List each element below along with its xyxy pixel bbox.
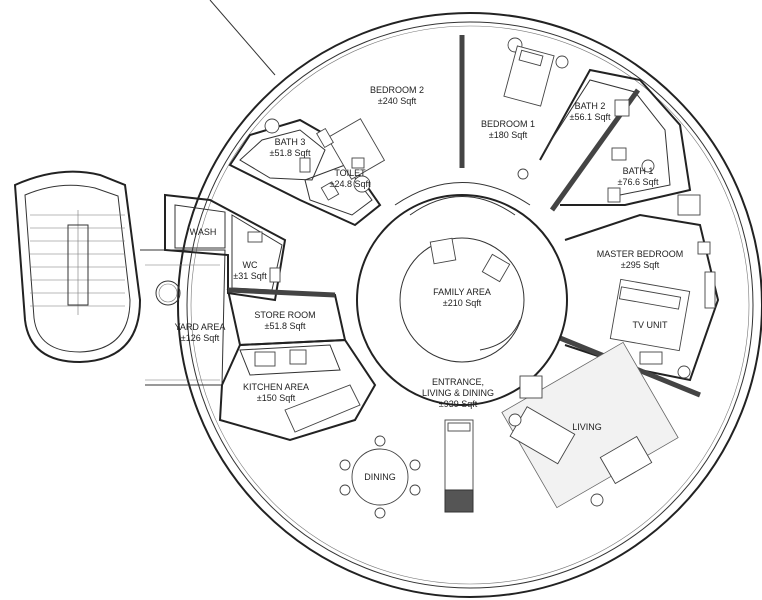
area-bath1: ±76.6 Sqft	[618, 177, 659, 187]
label-bath1: BATH 1	[623, 166, 654, 176]
outer-wall	[177, 12, 762, 598]
kitchen-island	[444, 419, 474, 513]
area-store-room: ±51.8 Sqft	[265, 321, 306, 331]
label-bath3: BATH 3	[275, 137, 306, 147]
area-wc: ±31 Sqft	[233, 271, 267, 281]
area-family-area: ±210 Sqft	[443, 298, 482, 308]
label-bedroom2: BEDROOM 2	[370, 85, 424, 95]
label-kitchen-area: KITCHEN AREA	[243, 382, 309, 392]
room-labels: BEDROOM 2 ±240 Sqft BEDROOM 1 ±180 Sqft …	[175, 85, 684, 482]
central-core	[356, 182, 568, 406]
label-living: LIVING	[572, 422, 602, 432]
area-yard-area: ±126 Sqft	[181, 333, 220, 343]
area-entrance: ±939 Sqft	[439, 399, 478, 409]
bedroom1-block	[459, 35, 692, 212]
label-toilet: TOILET	[334, 168, 366, 178]
area-bath2: ±56.1 Sqft	[570, 112, 611, 122]
roof-edge-line	[209, 0, 276, 76]
area-bedroom1: ±180 Sqft	[489, 130, 528, 140]
dining-set	[339, 435, 421, 519]
pillar	[155, 280, 181, 306]
area-master-bedroom: ±295 Sqft	[621, 260, 660, 270]
label-entrance: ENTRANCE,	[432, 377, 484, 387]
area-bedroom2: ±240 Sqft	[378, 96, 417, 106]
stair-steps	[30, 210, 125, 315]
label-dining: DINING	[364, 472, 396, 482]
area-toilet: ±24.8 Sqft	[330, 179, 371, 189]
label-family-area: FAMILY AREA	[433, 287, 491, 297]
label-store-room: STORE ROOM	[254, 310, 315, 320]
stair-tower	[13, 170, 181, 364]
living-area	[501, 341, 679, 509]
yard-boundary	[140, 249, 226, 386]
label-wc: WC	[243, 260, 258, 270]
wash-wc-block	[164, 193, 287, 302]
label-bedroom1: BEDROOM 1	[481, 119, 535, 129]
store-kitchen-block	[218, 287, 377, 442]
label-yard-area: YARD AREA	[175, 322, 226, 332]
label-tv-unit: TV UNIT	[633, 320, 669, 330]
area-kitchen-area: ±150 Sqft	[257, 393, 296, 403]
label-wash: WASH	[190, 227, 217, 237]
label-master-bedroom: MASTER BEDROOM	[597, 249, 684, 259]
label-living-dining: LIVING & DINING	[422, 388, 494, 398]
label-bath2: BATH 2	[575, 101, 606, 111]
bedroom2-block	[228, 118, 386, 227]
area-bath3: ±51.8 Sqft	[270, 148, 311, 158]
